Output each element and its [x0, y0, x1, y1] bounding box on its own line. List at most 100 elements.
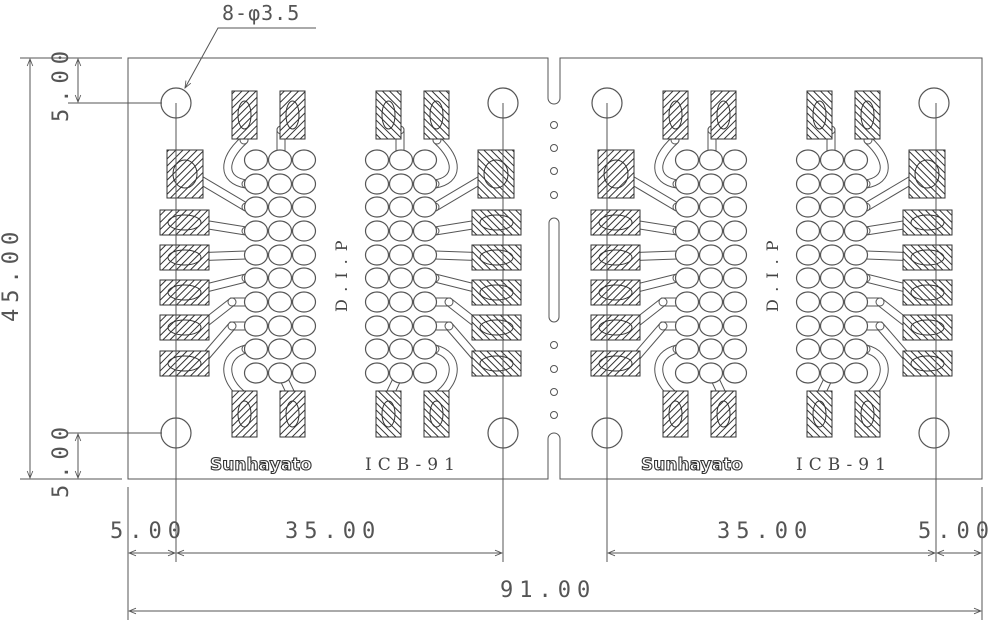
dip-hole [388, 220, 414, 242]
dip-hole [795, 220, 821, 242]
dip-hole [819, 196, 845, 218]
pad-outline [860, 100, 875, 130]
pad-outline [479, 214, 514, 231]
dip-hole [674, 220, 700, 242]
dim-right-hole-spacing: 35.00 [717, 519, 813, 544]
smd-pad [159, 244, 210, 271]
dip-hole [364, 196, 390, 218]
via [227, 297, 237, 307]
dip-hole [843, 291, 869, 313]
via [658, 297, 668, 307]
pad-outline [598, 319, 633, 336]
smd-pad [710, 390, 737, 438]
horizontal-dimensions: 5.00 35.00 35.00 5.00 91.00 [110, 103, 989, 620]
dip-hole [267, 244, 293, 266]
dip-hole [698, 173, 724, 195]
dip-hole [243, 173, 269, 195]
dip-hole [795, 338, 821, 360]
smd-pad [902, 279, 953, 306]
dip-hole [412, 362, 438, 384]
pad-outline [812, 100, 827, 130]
dip-hole [388, 173, 414, 195]
dip-hole [795, 244, 821, 266]
pad-outline [812, 400, 827, 428]
dip-hole [819, 220, 845, 242]
pad-outline [716, 100, 731, 130]
dip-hole [722, 196, 748, 218]
dip-hole [364, 173, 390, 195]
dip-hole [412, 244, 438, 266]
dip-hole [267, 267, 293, 289]
dip-hole [243, 149, 269, 171]
dip-hole [698, 244, 724, 266]
dip-hole [267, 291, 293, 313]
dip-hole [267, 220, 293, 242]
dip-hole [243, 196, 269, 218]
dip-hole [243, 291, 269, 313]
smd-pad [908, 149, 946, 199]
dip-hole [364, 244, 390, 266]
dip-hole [698, 267, 724, 289]
package-label-left: D.I.P [332, 232, 351, 312]
mounting-hole [918, 87, 950, 119]
pad-outline [910, 355, 945, 372]
dip-hole [674, 362, 700, 384]
smd-pad [590, 279, 641, 306]
via [227, 321, 237, 331]
dip-hole [291, 315, 317, 337]
dip-hole [843, 362, 869, 384]
pad-outline [479, 284, 514, 301]
smd-pad [471, 314, 522, 341]
model-label-right: ICB-91 [796, 455, 892, 475]
smd-pad [423, 390, 450, 438]
pad-outline [914, 159, 940, 189]
pad-outline [167, 284, 202, 301]
dip-hole [698, 291, 724, 313]
dim-left-hole-offset: 5.00 [110, 519, 187, 544]
dip-hole [388, 244, 414, 266]
dip-hole [267, 196, 293, 218]
smd-pad [279, 390, 306, 438]
dip-hole [819, 244, 845, 266]
dim-top-hole-offset: 5.00 [49, 45, 74, 122]
dip-hole [674, 267, 700, 289]
dip-hole [698, 362, 724, 384]
dip-hole [722, 338, 748, 360]
board-outline [127, 57, 983, 480]
dip-hole [819, 149, 845, 171]
dip-hole [267, 338, 293, 360]
dip-hole [412, 315, 438, 337]
dip-hole [291, 291, 317, 313]
dip-left-half [159, 90, 317, 438]
dip-hole [795, 173, 821, 195]
dip-hole [267, 173, 293, 195]
pad-outline [598, 284, 633, 301]
dip-hole [674, 315, 700, 337]
dip-hole [698, 196, 724, 218]
dip-hole [388, 315, 414, 337]
pad-outline [598, 214, 633, 231]
smd-pad [471, 244, 522, 271]
dip-hole [412, 220, 438, 242]
via [658, 321, 668, 331]
via [444, 321, 454, 331]
dip-hole [267, 362, 293, 384]
dip-hole [843, 149, 869, 171]
dip-hole [722, 220, 748, 242]
smd-pad [159, 279, 210, 306]
dip-hole [267, 315, 293, 337]
dip-hole [698, 338, 724, 360]
pad-outline [167, 319, 202, 336]
pad-outline [429, 400, 444, 428]
dip-hole [722, 267, 748, 289]
dip-hole [388, 149, 414, 171]
trace [431, 136, 457, 188]
trace [224, 136, 250, 188]
package-label-right: D.I.P [763, 232, 782, 312]
dip-hole [795, 291, 821, 313]
dip-hole [674, 173, 700, 195]
dim-bottom-hole-offset: 5.00 [49, 421, 74, 498]
dip-hole [412, 173, 438, 195]
dip-hole [388, 267, 414, 289]
